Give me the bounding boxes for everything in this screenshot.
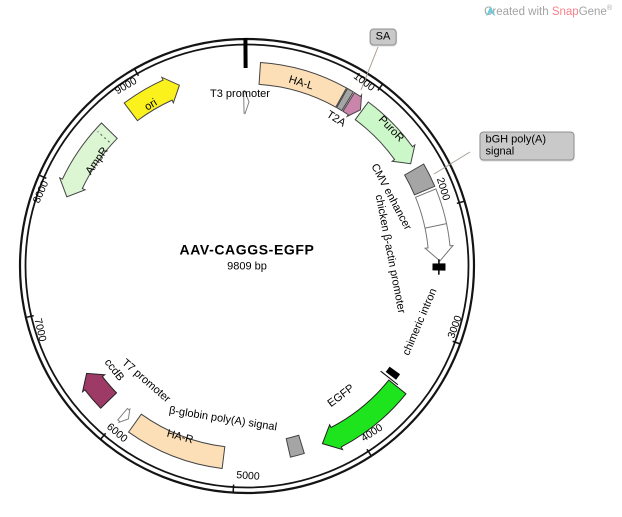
bgh-polya-segment[interactable] [403,163,436,196]
snapgene-watermark: Created with SnapGene® [484,5,612,18]
watermark-text: Created with SnapGene® [484,5,612,18]
snapgene-logo-icon [486,6,496,17]
cag-divider [424,223,447,229]
scale-tick [452,340,461,345]
ha-l-segment[interactable] [258,61,348,108]
feature-label-t3-promoter[interactable]: T3 promoter [210,88,270,100]
plasmid-size: 9809 bp [227,260,267,273]
intron-end-mark[interactable] [385,366,401,380]
scale-tick [133,68,140,77]
scale-tick [366,448,372,457]
t2a-segment[interactable] [342,91,363,118]
cag-promoter-segment[interactable] [414,188,455,262]
scale-tick [456,200,465,205]
puror-segment[interactable] [354,101,416,165]
ccdb-segment[interactable] [81,372,118,409]
egfp-segment[interactable] [321,379,407,451]
t7-promoter-marker[interactable] [117,407,131,424]
ampr-segment[interactable] [58,122,118,198]
callout-sa[interactable]: SA [369,28,397,46]
plasmid-title-block: AAV-CAGGS-EGFP 9809 bp [180,242,315,273]
beta-globin-polya-segment[interactable] [285,434,305,458]
scale-tick [99,432,107,440]
callout-leader-sa [360,46,379,91]
ha-r-segment[interactable] [127,413,226,470]
ori-segment[interactable] [123,76,181,122]
intron-end-tickline [380,370,399,386]
scale-tick [377,83,384,91]
callout-leader-bgh [433,151,471,175]
scale-tick [25,314,34,319]
sa-segment[interactable] [335,87,354,112]
t3-promoter-marker[interactable] [243,89,250,115]
scale-tick [38,174,47,180]
scale-label-5000: 5000 [235,469,261,483]
callout-bgh-polya[interactable]: bGH poly(A) signal [479,131,575,161]
plasmid-name: AAV-CAGGS-EGFP [179,241,315,258]
